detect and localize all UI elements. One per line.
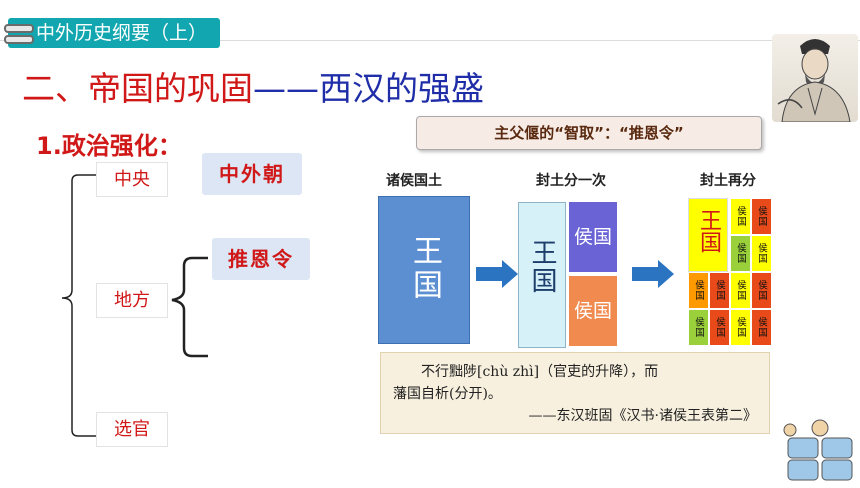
kingdom-remnant-block: 王国 bbox=[688, 198, 728, 272]
marquisate-cell: 侯国 bbox=[751, 198, 772, 235]
kingdom-label: 王国 bbox=[527, 239, 557, 295]
marquisate-cell: 侯国 bbox=[688, 272, 709, 309]
marquisate-cell: 侯国 bbox=[709, 272, 730, 309]
kingdom-label: 王国 bbox=[407, 235, 442, 303]
marquisate-cell: 侯国 bbox=[709, 309, 730, 346]
local-label: 地方 bbox=[96, 283, 168, 318]
marquisate-cell: 侯国 bbox=[730, 309, 751, 346]
page-title: 二、帝国的巩固——西汉的强盛 bbox=[22, 62, 484, 110]
central-value-box: 中外朝 bbox=[202, 153, 302, 195]
scholar-portrait-icon bbox=[777, 39, 851, 123]
marquisate-cell: 侯国 bbox=[730, 235, 751, 272]
title-dash: —— bbox=[253, 69, 319, 108]
marquisate-block: 侯国 bbox=[569, 276, 617, 346]
marquisate-cell: 侯国 bbox=[751, 235, 772, 272]
course-tag: 中外历史纲要（上） bbox=[4, 18, 220, 48]
portrait-image bbox=[772, 34, 858, 123]
title-part1: 二、帝国的巩固 bbox=[22, 69, 253, 108]
course-tag-label: 中外历史纲要（上） bbox=[36, 22, 208, 44]
marquisate-cell: 侯国 bbox=[751, 272, 772, 309]
kingdom-block-split: 王国 bbox=[518, 202, 566, 348]
quote-source: ——东汉班固《汉书·诸侯王表第二》 bbox=[528, 408, 757, 424]
marquisate-cell: 侯国 bbox=[751, 309, 772, 346]
marquisate-cell: 侯国 bbox=[730, 272, 751, 309]
title-part2: 西汉的强盛 bbox=[319, 69, 484, 108]
kingdom-label: 王国 bbox=[696, 209, 721, 253]
section-subtitle: 1.政治强化： bbox=[36, 132, 182, 160]
binder-ring-icon bbox=[4, 35, 34, 44]
quote-line1: 不行黜陟[chù zhì]（官吏的升降），而 bbox=[421, 364, 659, 380]
central-label: 中央 bbox=[96, 162, 168, 197]
fief-emblem-icon bbox=[782, 418, 860, 484]
kingdom-block: 王国 bbox=[378, 196, 470, 344]
quote-line2: 藩国自析(分开)。 bbox=[393, 386, 502, 402]
col1-title: 诸侯国土 bbox=[386, 173, 442, 189]
officials-label: 选官 bbox=[96, 412, 168, 447]
marquisate-block: 侯国 bbox=[569, 202, 617, 272]
local-value-box: 推恩令 bbox=[212, 238, 310, 280]
col2-title: 封土分一次 bbox=[536, 173, 606, 189]
col3-title: 封土再分 bbox=[700, 173, 756, 189]
marquisate-grid: 侯国侯国侯国侯国侯国侯国侯国侯国侯国侯国侯国侯国 bbox=[688, 198, 772, 346]
quote-box: 不行黜陟[chù zhì]（官吏的升降），而 藩国自析(分开)。 ——东汉班固《… bbox=[380, 352, 770, 434]
marquisate-cell: 侯国 bbox=[688, 309, 709, 346]
diagram-caption: 主父偃的“智取”：“推恩令” bbox=[416, 116, 762, 150]
marquisate-cell: 侯国 bbox=[730, 198, 751, 235]
header-divider bbox=[0, 40, 860, 41]
binder-ring-icon bbox=[4, 24, 34, 33]
